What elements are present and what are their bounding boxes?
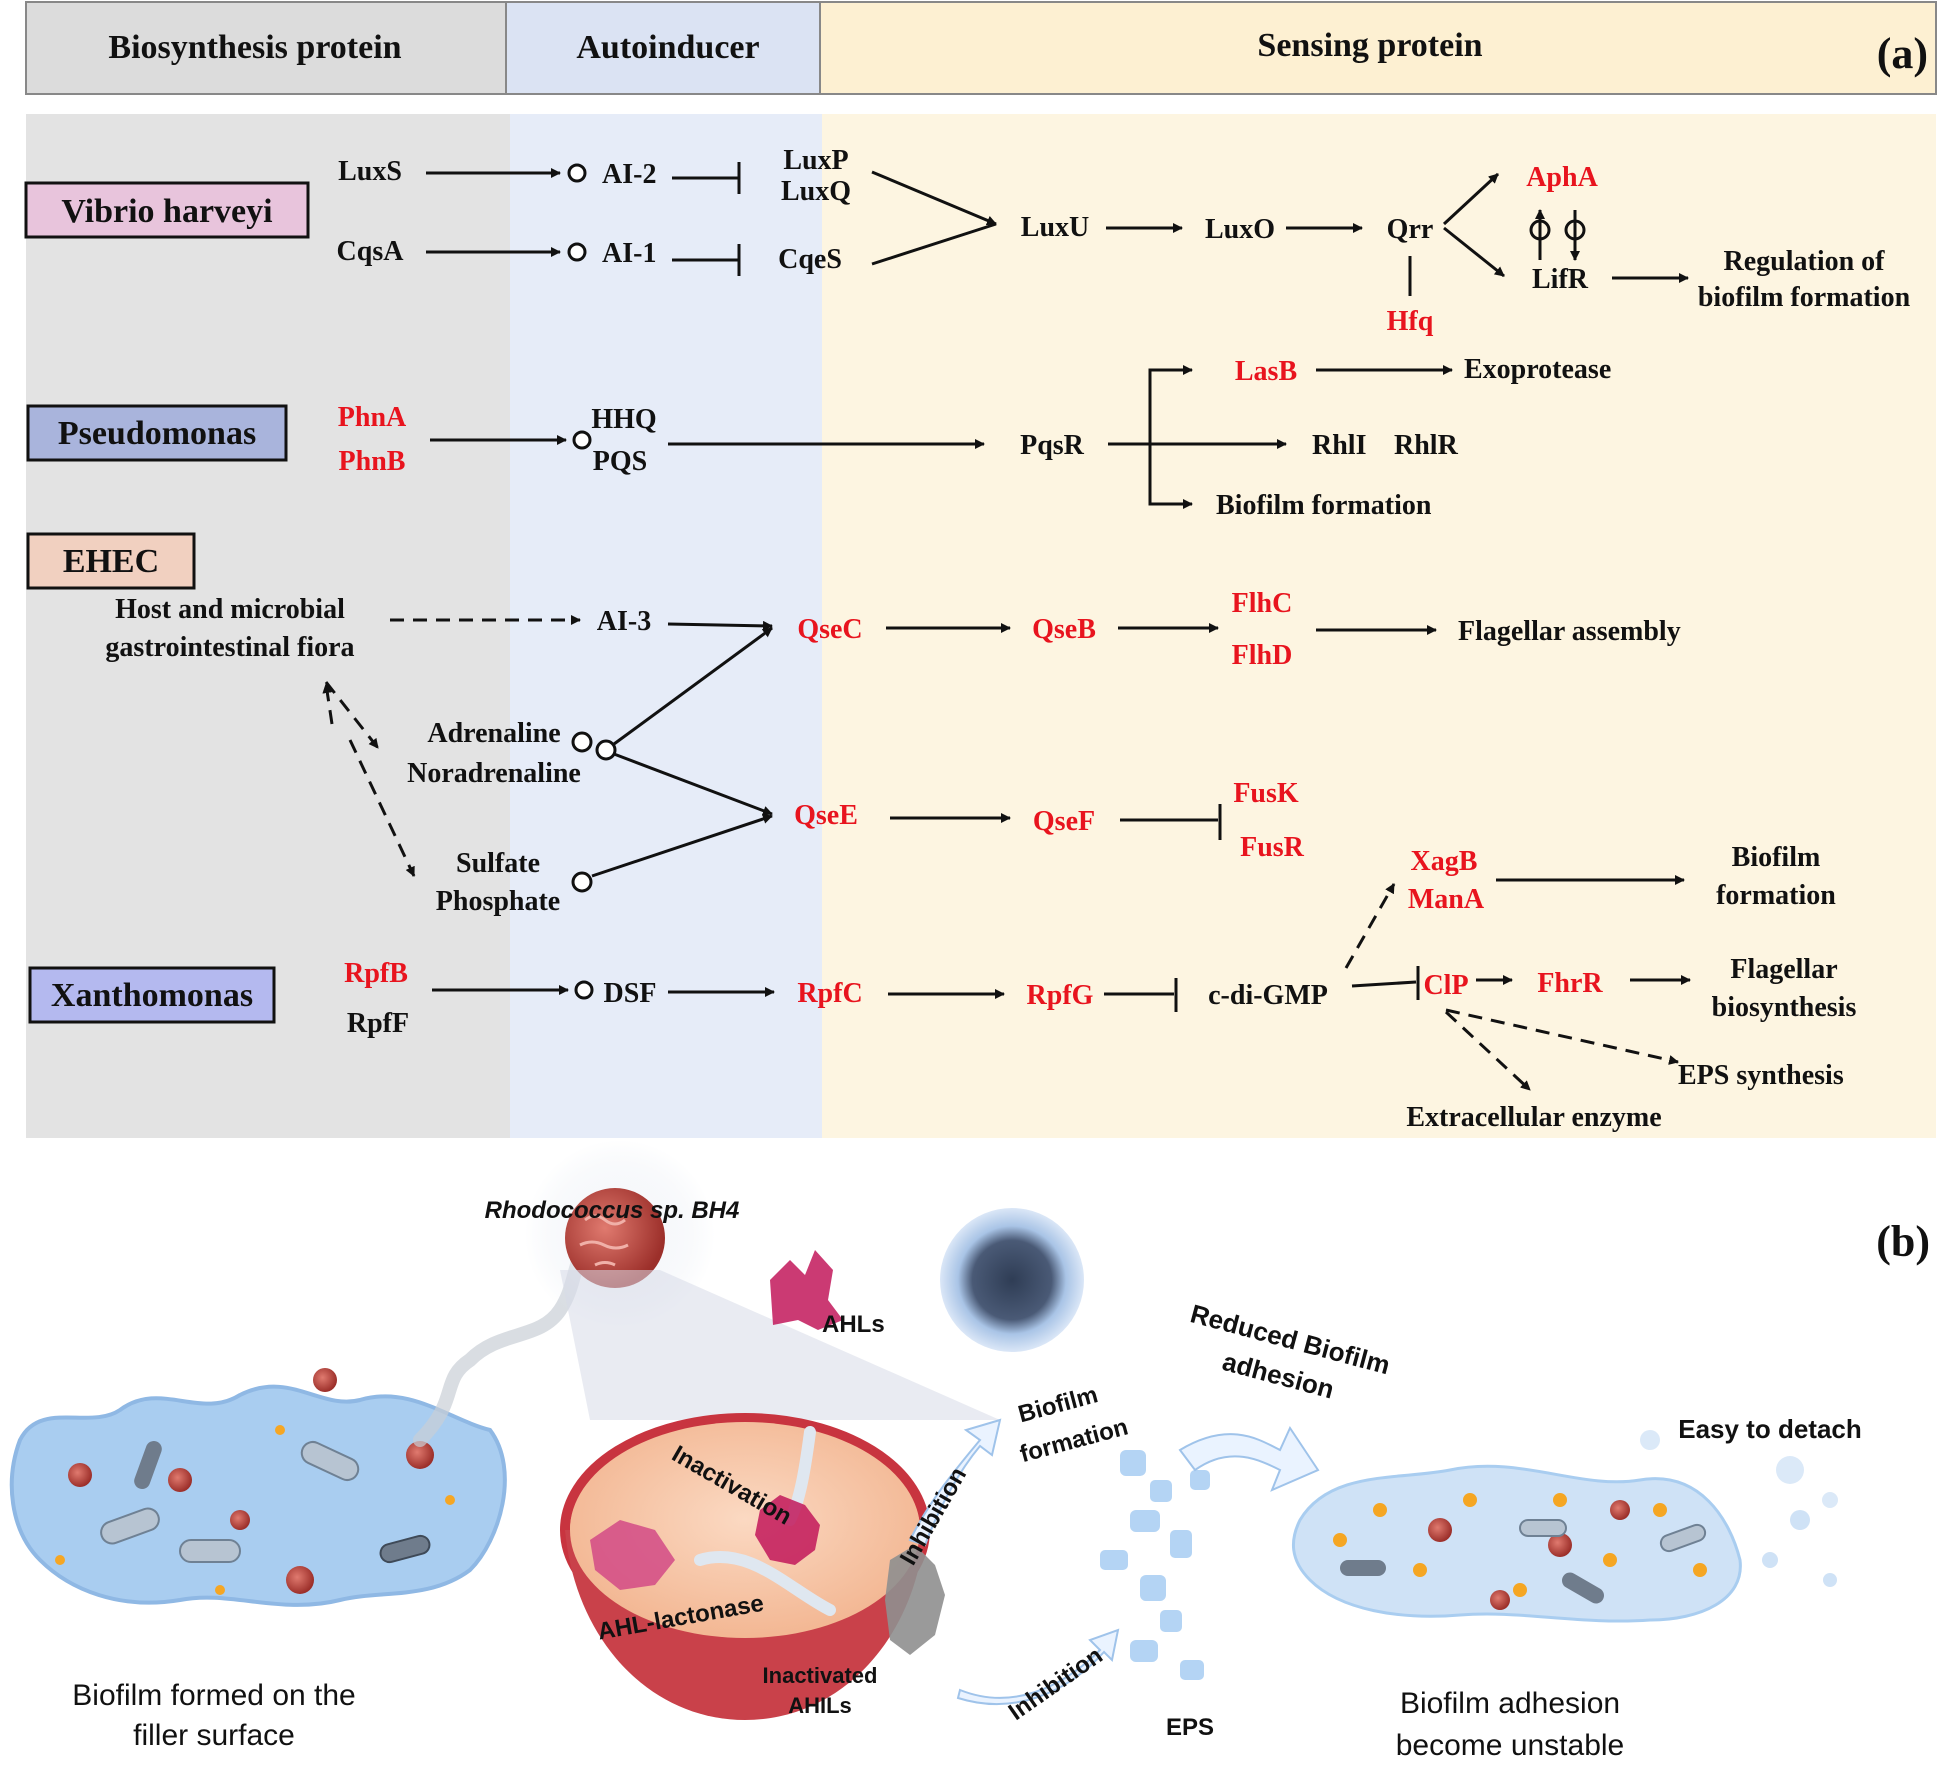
protein-cqsa: CqsA [337,236,405,267]
protein-luxq: LuxQ [781,176,851,207]
product-flagellar-assembly: Flagellar assembly [1458,616,1681,647]
header-biosynthesis-box [25,1,507,95]
protein-clp: ClP [1423,970,1468,1001]
autoinducer-noradrenaline: Noradrenaline [407,758,581,789]
header-sensing: Sensing protein [1257,27,1482,64]
organism-box-vibrio [24,181,310,239]
inactivated-line-1: Inactivated [763,1663,878,1688]
product-exoprotease: Exoprotease [1464,354,1611,385]
autoinducer-pqs: PQS [593,446,647,477]
panel-a-label: (a) [1877,29,1928,78]
protein-mana: ManA [1408,884,1485,915]
protein-pqsr: PqsR [1020,430,1085,461]
autoinducer-phosphate: Phosphate [436,886,560,917]
autoinducer-ai2: AI-2 [602,159,656,190]
rhodococcus-title: Rhodococcus sp. BH4 [485,1197,740,1224]
header-sensing-box [819,1,1937,95]
autoinducer-sulfate: Sulfate [456,848,540,879]
header-autoinducer-box [505,1,821,95]
protein-rpff: RpfF [347,1008,409,1039]
organism-ehec: EHEC [63,543,159,580]
protein-hfq: Hfq [1387,306,1434,337]
protein-lasb: LasB [1235,356,1297,387]
biofilm-formation-line-1: Biofilm [1015,1381,1101,1428]
header-biosynthesis: Biosynthesis protein [108,29,401,66]
protein-luxs: LuxS [338,156,402,187]
biofilm-ball [940,1208,1084,1352]
autoinducer-dsf: DSF [604,978,657,1009]
regulation-line-1: Regulation of [1724,246,1886,277]
autoinducer-ai3: AI-3 [597,606,651,637]
autoinducer-ai1: AI-1 [602,238,656,269]
protein-luxo: LuxO [1205,214,1275,245]
rhodococcus-cell [565,1188,665,1288]
product-biofilm-formation: Biofilm formation [1216,490,1432,521]
organism-box-ehec [26,532,196,590]
protein-apha: AphA [1526,162,1598,193]
protein-phnb: PhnB [339,446,406,477]
ahls-label: AHLs [822,1311,885,1338]
protein-qsec: QseC [797,614,862,645]
protein-qsee: QseE [794,800,858,831]
right-caption-line-2: become unstable [1396,1729,1625,1762]
protein-rhlr: RhlR [1394,430,1459,461]
protein-luxp: LuxP [783,145,848,176]
host-line-2: gastrointestinal fiora [105,632,354,663]
organism-vibrio: Vibrio harveyi [61,193,272,230]
left-caption-line-2: filler surface [133,1719,295,1752]
panel-a: Biosynthesis protein Autoinducer Sensing… [24,1,1937,1138]
protein-rpfg: RpfG [1027,980,1094,1011]
protein-flhd: FlhD [1232,640,1293,671]
protein-rpfb: RpfB [344,958,408,989]
protein-qsef: QseF [1033,806,1095,837]
organism-pseudomonas: Pseudomonas [58,415,256,452]
reaction-dish [560,1413,945,1720]
protein-luxu: LuxU [1021,212,1089,243]
protein-rhli: RhlI [1312,430,1366,461]
protein-fusr: FusR [1240,832,1305,863]
protein-phna: PhnA [338,402,407,433]
autoinducer-adrenaline: Adrenaline [427,718,560,749]
biofilm-mass-left [9,1368,507,1607]
inhibition-lower: Inhibition [1004,1642,1108,1726]
protein-qseb: QseB [1032,614,1096,645]
host-line-1: Host and microbial [115,594,345,625]
protein-lifr: LifR [1532,264,1589,295]
flagellar-line-1: Flagellar [1730,954,1837,985]
flagellar-line-2: biosynthesis [1712,992,1857,1023]
protein-rpfc: RpfC [797,978,862,1009]
right-caption-line-1: Biofilm adhesion [1400,1687,1620,1720]
inactivated-line-2: AHILs [788,1693,852,1718]
biofilm-mass-right [1291,1430,1838,1623]
left-caption-line-1: Biofilm formed on the [72,1679,355,1712]
product-extracellular-enzyme: Extracellular enzyme [1406,1102,1661,1133]
eps-fragments [1100,1450,1210,1680]
eps-label: EPS [1166,1714,1214,1741]
protein-cqes: CqeS [778,244,842,275]
regulation-line-2: biofilm formation [1698,282,1911,313]
protein-qrr: Qrr [1387,214,1434,245]
biofilm-line-2: formation [1716,880,1836,911]
ahls-molecule [770,1250,843,1330]
organism-box-xanthomonas [28,966,276,1024]
organism-xanthomonas: Xanthomonas [51,977,253,1014]
header-autoinducer: Autoinducer [576,29,759,66]
column-autoinducer [510,114,822,1138]
organism-box-pseudomonas [26,404,288,462]
panel-b-label: (b) [1876,1217,1930,1266]
messenger-cdigmp: c-di-GMP [1208,980,1328,1011]
protein-fusk: FusK [1233,778,1299,809]
easy-detach-label: Easy to detach [1678,1414,1862,1444]
autoinducer-hhq: HHQ [591,404,656,435]
protein-fhrr: FhrR [1537,968,1603,999]
protein-flhc: FlhC [1232,588,1293,619]
product-eps-synthesis: EPS synthesis [1678,1060,1844,1091]
protein-xagb: XagB [1411,846,1478,877]
panel-b: (b) Biofilm formed on the filler surface… [9,1140,1930,1762]
biofilm-line-1: Biofilm [1732,842,1821,873]
